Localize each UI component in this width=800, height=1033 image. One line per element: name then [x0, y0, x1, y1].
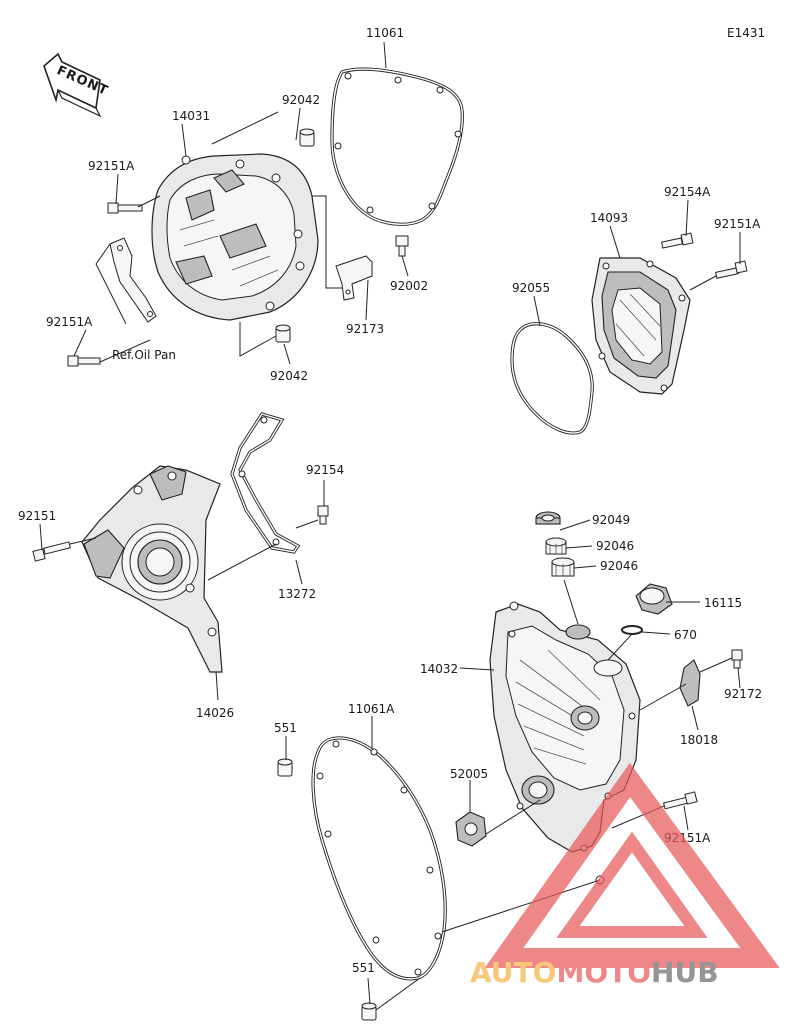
label-14093: 14093 — [590, 211, 628, 225]
dowel-pin-top — [299, 128, 315, 147]
watermark-brand-moto: MOTO — [556, 956, 651, 989]
gasket-11061A — [311, 736, 447, 981]
label-11061A: 11061A — [348, 702, 395, 716]
bolt-92151A-lower-right — [663, 791, 698, 810]
label-92055: 92055 — [512, 281, 550, 295]
seal-92049 — [535, 511, 561, 525]
label-14032: 14032 — [420, 662, 458, 676]
cap-18018 — [679, 659, 701, 707]
o-ring-670 — [621, 625, 643, 635]
label-16115: 16115 — [704, 596, 742, 610]
dowel-pin-bottom — [275, 324, 291, 343]
bracket-92173 — [335, 255, 373, 301]
bolt-92151 — [32, 541, 71, 562]
bolt-92151A-lower — [67, 355, 101, 367]
bolt-92154A — [661, 232, 694, 249]
oil-pan-bracket — [109, 237, 157, 323]
ref-oil-pan-note: Ref.Oil Pan — [112, 348, 176, 362]
label-13272: 13272 — [278, 587, 316, 601]
front-arrow-icon: FRONT — [43, 52, 110, 118]
label-92154A: 92154A — [664, 185, 711, 199]
label-92042-bottom: 92042 — [270, 369, 308, 383]
label-14031: 14031 — [172, 109, 210, 123]
gear-52005 — [455, 811, 487, 847]
label-52005: 52005 — [450, 767, 488, 781]
watermark-logo: AUTOMOTOHUB — [470, 762, 780, 989]
label-92151A-upper: 92151A — [88, 159, 135, 173]
label-92046-b: 92046 — [600, 559, 638, 573]
label-92002: 92002 — [390, 279, 428, 293]
label-551-top: 551 — [274, 721, 297, 735]
bolt-92154 — [317, 505, 329, 525]
label-92046-a: 92046 — [596, 539, 634, 553]
dowel-551-top — [277, 758, 293, 777]
bolt-92002 — [395, 235, 409, 257]
label-11061: 11061 — [366, 26, 404, 40]
bolt-92151A-right — [715, 260, 748, 279]
diagram-code: E1431 — [727, 26, 765, 40]
clutch-cover — [489, 601, 641, 885]
bearing-92046-b — [551, 557, 575, 577]
generator-cover — [151, 153, 319, 321]
label-92154: 92154 — [306, 463, 344, 477]
watermark-brand-hub: HUB — [651, 956, 719, 989]
label-670: 670 — [674, 628, 697, 642]
label-92151: 92151 — [18, 509, 56, 523]
label-551-bottom: 551 — [352, 961, 375, 975]
watermark-triangle-icon — [484, 762, 780, 968]
label-92151A-right: 92151A — [714, 217, 761, 231]
oil-filler-cap — [635, 583, 673, 615]
cover-14093 — [591, 257, 691, 395]
watermark-brand: AUTOMOTOHUB — [470, 956, 719, 989]
label-14026: 14026 — [196, 706, 234, 720]
watermark-brand-auto: AUTO — [470, 956, 556, 989]
gasket-11061 — [330, 67, 464, 226]
watermark-inner-triangle-icon — [556, 831, 708, 938]
gasket-13272 — [230, 412, 301, 554]
label-92042-top: 92042 — [282, 93, 320, 107]
sprocket-cover — [81, 465, 223, 673]
gasket-92055 — [510, 322, 594, 435]
label-92049: 92049 — [592, 513, 630, 527]
label-18018: 18018 — [680, 733, 718, 747]
label-92173: 92173 — [346, 322, 384, 336]
label-92172: 92172 — [724, 687, 762, 701]
bolt-92172 — [731, 649, 743, 669]
dowel-551-bottom — [361, 1002, 377, 1021]
label-92151A-lower: 92151A — [46, 315, 93, 329]
bolt-92151A-upper — [107, 202, 143, 214]
bearing-92046-a — [545, 537, 567, 555]
